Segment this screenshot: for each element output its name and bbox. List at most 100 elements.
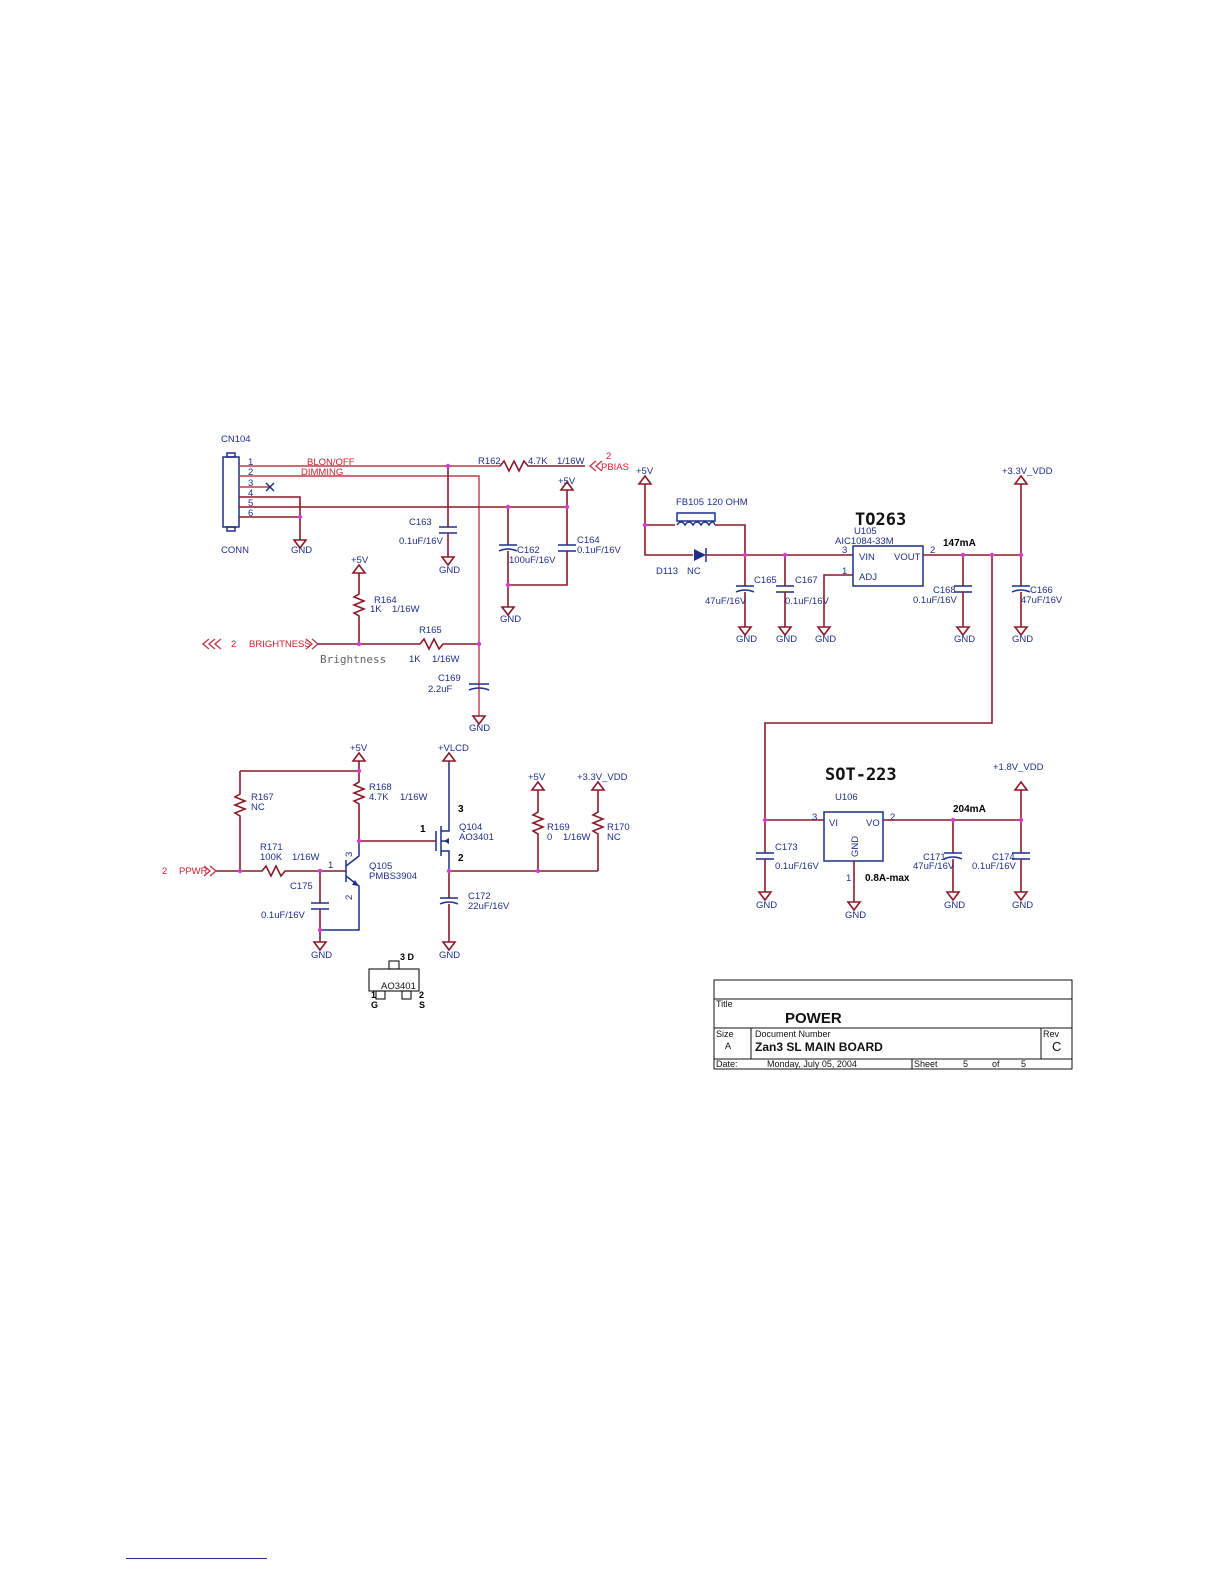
svg-text:C168: C168 [933, 585, 956, 596]
svg-text:3: 3 [812, 812, 817, 823]
svg-text:S: S [419, 1000, 425, 1010]
svg-text:GND: GND [776, 634, 797, 645]
svg-text:GND: GND [954, 634, 975, 645]
net-dimming: DIMMING [301, 467, 343, 478]
ferrite-bead-icon [676, 512, 716, 522]
svg-text:C169: C169 [438, 673, 461, 684]
brightness-label: Brightness [320, 653, 386, 666]
svg-text:1: 1 [328, 860, 333, 871]
svg-text:C165: C165 [754, 575, 777, 586]
no-connect-icon [265, 482, 275, 492]
net-ppwr: PPWR [179, 866, 208, 877]
svg-text:NC: NC [687, 566, 701, 577]
svg-text:Q105: Q105 [369, 861, 392, 872]
svg-text:ADJ: ADJ [859, 572, 877, 583]
svg-text:A: A [725, 1041, 731, 1051]
svg-text:Size: Size [716, 1029, 734, 1039]
svg-text:1/16W: 1/16W [392, 604, 419, 615]
svg-text:GND: GND [500, 614, 521, 625]
svg-text:R168: R168 [369, 782, 392, 793]
svg-text:C173: C173 [775, 842, 798, 853]
offpage-arrow-icon [207, 638, 222, 650]
svg-text:GND: GND [845, 910, 866, 921]
cn104-value: CONN [221, 545, 249, 556]
r162-ref: R162 [478, 456, 501, 467]
svg-text:2: 2 [231, 639, 236, 650]
svg-text:5: 5 [248, 498, 253, 509]
svg-text:0.1uF/16V: 0.1uF/16V [399, 536, 443, 547]
svg-text:5: 5 [963, 1059, 968, 1069]
svg-text:1/16W: 1/16W [557, 456, 584, 467]
svg-text:U106: U106 [835, 792, 858, 803]
svg-text:Q104: Q104 [459, 822, 482, 833]
svg-text:100uF/16V: 100uF/16V [509, 555, 556, 566]
svg-text:1/16W: 1/16W [432, 654, 459, 665]
net-pbias: PBIAS [601, 462, 629, 473]
svg-text:47uF/16V: 47uF/16V [1021, 595, 1063, 606]
svg-text:3: 3 [248, 478, 253, 489]
svg-text:NC: NC [607, 832, 621, 843]
svg-text:5: 5 [1021, 1059, 1026, 1069]
svg-text:1: 1 [371, 990, 376, 1000]
document-number: Zan3 SL MAIN BOARD [755, 1040, 883, 1054]
svg-text:1: 1 [420, 824, 426, 835]
svg-text:0.1uF/16V: 0.1uF/16V [785, 596, 829, 607]
svg-text:3: 3 [344, 852, 355, 857]
svg-text:2: 2 [344, 895, 355, 900]
date-value: Monday, July 05, 2004 [767, 1059, 857, 1069]
u105-regulator [852, 545, 924, 587]
svg-text:of: of [992, 1059, 1000, 1069]
footer-rule [126, 1558, 267, 1559]
svg-text:4.7K: 4.7K [528, 456, 548, 467]
svg-text:U105: U105 [854, 526, 877, 537]
svg-text:NC: NC [251, 802, 265, 813]
svg-text:2: 2 [162, 866, 167, 877]
svg-text:+5V: +5V [351, 555, 369, 566]
svg-text:100K: 100K [260, 852, 283, 863]
svg-text:3: 3 [458, 804, 464, 815]
svg-text:GND: GND [815, 634, 836, 645]
svg-text:1K: 1K [409, 654, 421, 665]
svg-text:4: 4 [248, 488, 253, 499]
svg-text:1: 1 [842, 566, 847, 577]
current-147ma: 147mA [943, 538, 976, 549]
svg-text:1/16W: 1/16W [563, 832, 590, 843]
svg-text:3 D: 3 D [400, 952, 415, 962]
svg-text:G: G [371, 1000, 378, 1010]
svg-text:+5V: +5V [350, 743, 368, 754]
svg-text:AO3401: AO3401 [459, 832, 494, 843]
svg-text:FB105: FB105 [676, 497, 704, 508]
svg-text:0.1uF/16V: 0.1uF/16V [261, 910, 305, 921]
svg-text:2.2uF: 2.2uF [428, 684, 452, 695]
title-block: Title POWER Size A Document Number Zan3 … [713, 979, 1073, 1070]
cn104-ref: CN104 [221, 434, 251, 445]
svg-text:+1.8V_VDD: +1.8V_VDD [993, 762, 1044, 773]
q105-transistor: 3 1 2 Q105 PMBS3904 [320, 841, 417, 931]
junction-dots [237, 463, 1024, 933]
svg-text:GND: GND [439, 565, 460, 576]
svg-text:1/16W: 1/16W [400, 792, 427, 803]
svg-text:C164: C164 [577, 535, 600, 546]
svg-text:GND: GND [756, 900, 777, 911]
svg-text:+VLCD: +VLCD [438, 743, 469, 754]
svg-text:PMBS3904: PMBS3904 [369, 871, 417, 882]
svg-text:GND: GND [311, 950, 332, 961]
svg-text:+5V: +5V [528, 772, 546, 783]
svg-text:2: 2 [890, 812, 895, 823]
svg-text:C175: C175 [290, 881, 313, 892]
svg-text:4.7K: 4.7K [369, 792, 389, 803]
svg-text:C163: C163 [409, 517, 432, 528]
sot223-package-label: SOT-223 [825, 765, 897, 785]
svg-text:47uF/16V: 47uF/16V [705, 596, 747, 607]
cn104-connector: CN104 CONN 1 2 3 4 5 6 [221, 434, 253, 556]
svg-text:VI: VI [829, 818, 838, 829]
svg-text:1: 1 [248, 457, 253, 468]
title-value: POWER [785, 1010, 842, 1027]
svg-text:AO3401: AO3401 [381, 981, 416, 992]
svg-text:R170: R170 [607, 822, 630, 833]
svg-text:C172: C172 [468, 891, 491, 902]
diode-icon [694, 549, 706, 561]
svg-text:47uF/16V: 47uF/16V [913, 861, 955, 872]
